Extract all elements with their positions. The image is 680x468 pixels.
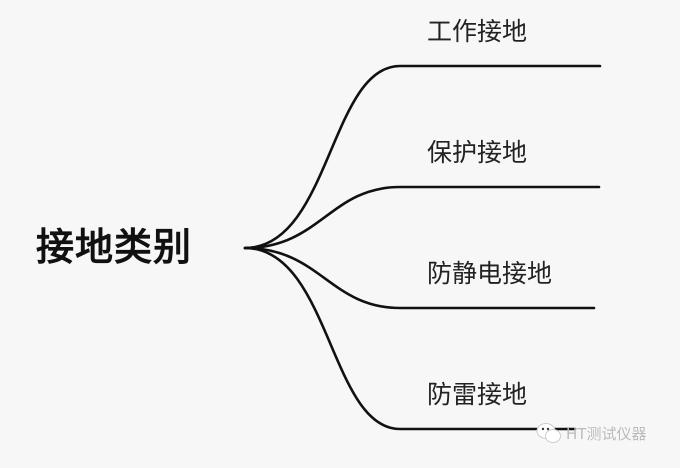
- branch-line-3: [243, 246, 596, 310]
- branch-line-4: [243, 246, 577, 431]
- branch-line-1: [243, 64, 602, 250]
- branch-node-1: 工作接地: [427, 17, 528, 46]
- branch-node-3: 防静电接地: [427, 259, 553, 288]
- root-node: 接地类别: [36, 225, 193, 269]
- watermark-text: HT测试仪器: [566, 424, 647, 443]
- wechat-icon: [536, 423, 561, 443]
- branch-node-4: 防雷接地: [427, 380, 528, 409]
- watermark: HT测试仪器: [536, 422, 646, 444]
- branch-node-2: 保护接地: [427, 138, 528, 167]
- branch-line-2: [243, 185, 601, 250]
